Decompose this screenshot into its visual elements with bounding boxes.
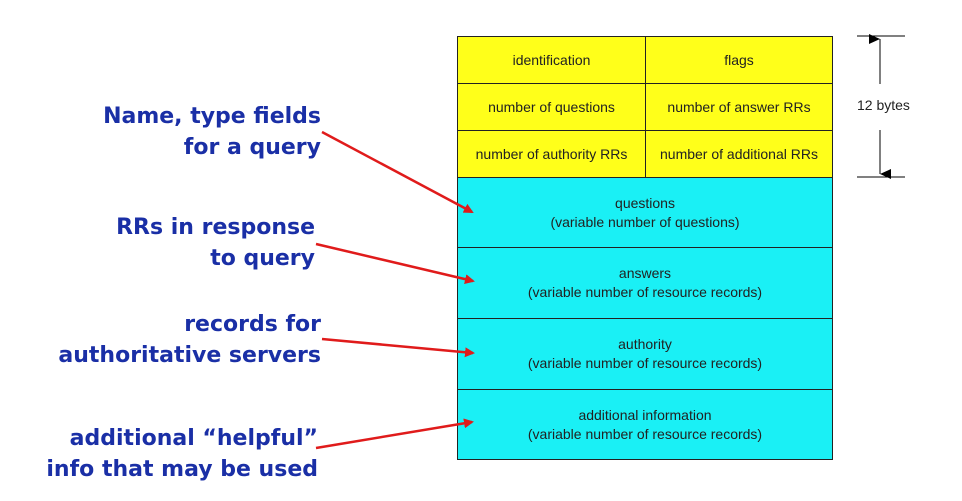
size-note: 12 bytes bbox=[857, 97, 910, 113]
num-authority-rrs-text: number of authority RRs bbox=[475, 145, 628, 162]
section-additional: additional information (variable number … bbox=[457, 389, 833, 460]
label-query-line2: for a query bbox=[183, 135, 321, 160]
arrow-answers bbox=[315, 242, 475, 285]
section-questions: questions (variable number of questions) bbox=[457, 177, 833, 248]
label-additional-line2: info that may be used bbox=[46, 457, 318, 482]
num-questions-text: number of questions bbox=[488, 98, 615, 115]
label-authority-line2: authoritative servers bbox=[58, 343, 321, 368]
flags-text: flags bbox=[724, 51, 754, 68]
questions-title: questions bbox=[615, 194, 675, 211]
additional-subtitle: (variable number of resource records) bbox=[527, 425, 763, 442]
label-authority-records: records for authoritative servers bbox=[58, 309, 321, 371]
identification-text: identification bbox=[512, 51, 591, 68]
label-query-line1: Name, type fields bbox=[103, 104, 321, 129]
cell-num-answer-rrs: number of answer RRs bbox=[645, 83, 833, 131]
answers-title: answers bbox=[618, 265, 672, 281]
cell-num-additional-rrs: number of additional RRs bbox=[645, 130, 833, 178]
additional-title: additional information bbox=[578, 406, 712, 423]
arrow-query bbox=[321, 130, 474, 214]
answers-subtitle: (variable number of resource records) bbox=[527, 284, 763, 300]
questions-subtitle: (variable number of questions) bbox=[550, 213, 740, 230]
label-query-fields: Name, type fields for a query bbox=[103, 101, 321, 163]
cell-identification: identification bbox=[457, 36, 646, 84]
label-additional-line1: additional “helpful” bbox=[69, 426, 318, 451]
authority-subtitle: (variable number of resource records) bbox=[527, 355, 763, 371]
section-answers: answers (variable number of resource rec… bbox=[457, 247, 833, 319]
arrow-authority bbox=[321, 337, 475, 358]
label-answers-line1: RRs in response bbox=[116, 215, 315, 240]
num-additional-rrs-text: number of additional RRs bbox=[660, 145, 818, 162]
label-authority-line1: records for bbox=[184, 312, 321, 337]
label-additional-info: additional “helpful” info that may be us… bbox=[46, 423, 318, 485]
num-answer-rrs-text: number of answer RRs bbox=[667, 98, 811, 115]
cell-num-questions: number of questions bbox=[457, 83, 646, 131]
authority-title: authority bbox=[618, 336, 672, 352]
label-answer-rrs: RRs in response to query bbox=[116, 212, 315, 274]
label-answers-line2: to query bbox=[210, 246, 315, 271]
cell-flags: flags bbox=[645, 36, 833, 84]
section-authority: authority (variable number of resource r… bbox=[457, 318, 833, 390]
cell-num-authority-rrs: number of authority RRs bbox=[457, 130, 646, 178]
arrow-additional bbox=[315, 418, 474, 450]
